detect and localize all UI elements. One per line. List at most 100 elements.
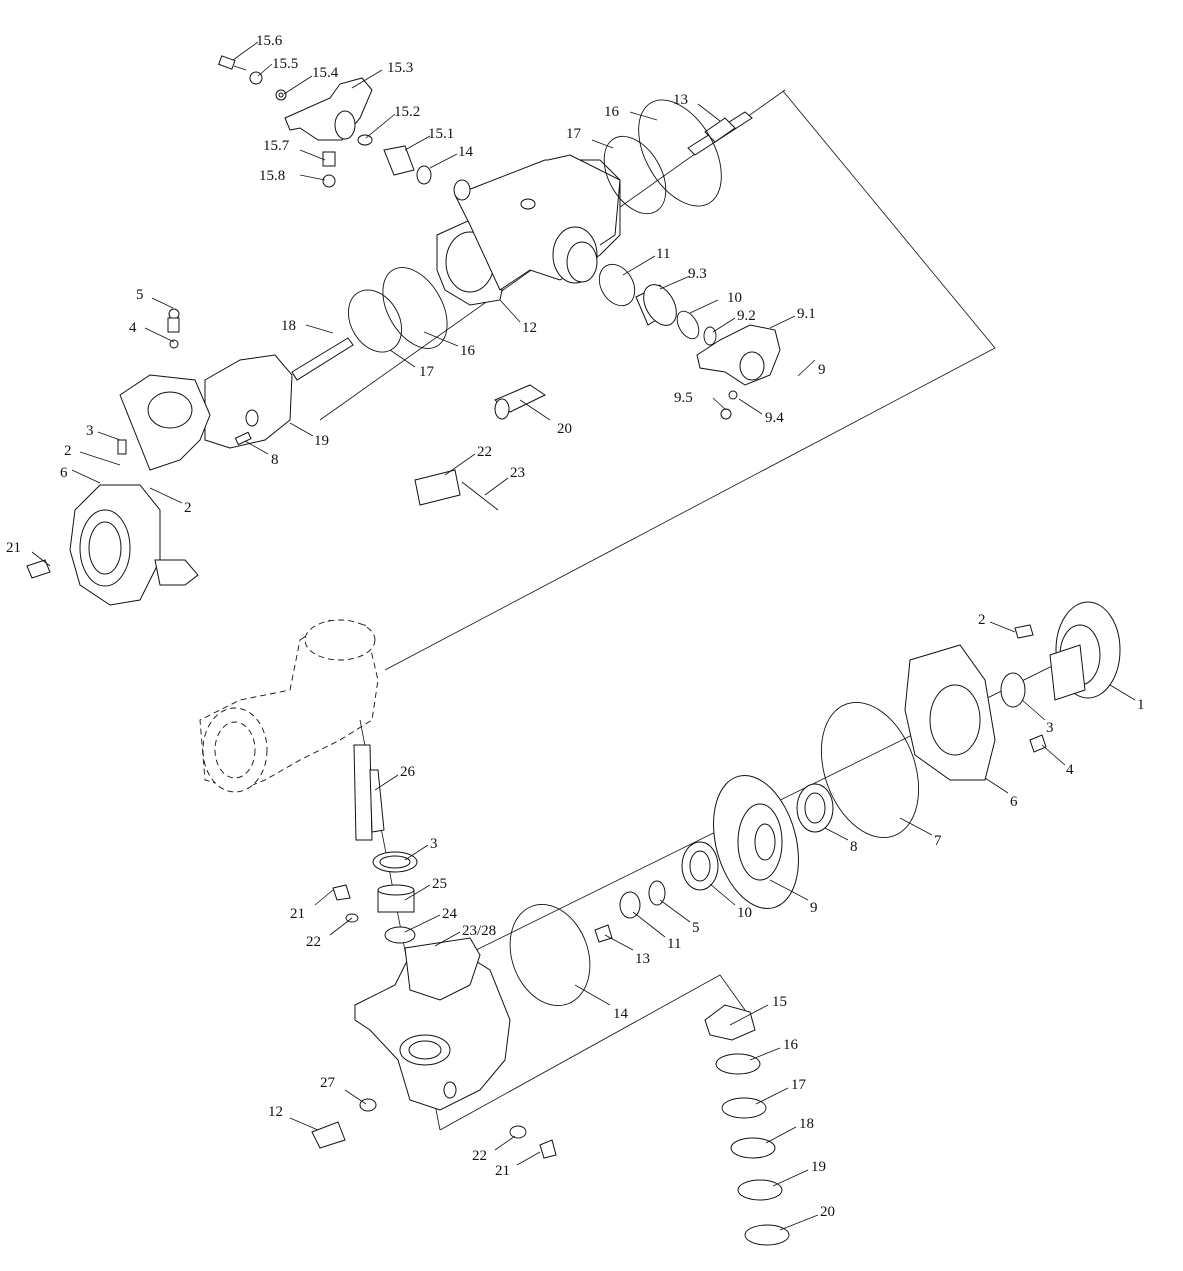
part-11-ring [598,263,636,307]
part-6-cover [904,644,996,781]
lower-label-20: 20 [820,1204,835,1220]
label-23: 23 [510,465,525,481]
part-5-disc [648,880,666,906]
label-5: 5 [136,287,144,303]
lower-label-26: 26 [400,764,416,780]
part-15-bracket-group [218,55,432,188]
part-20-bushing [494,384,547,420]
label-9-2: 9.2 [737,308,756,324]
label-3: 3 [86,423,94,439]
part-4-bolt [1029,734,1047,753]
lower-label-21: 21 [290,906,305,922]
label-17-left: 17 [419,364,435,380]
label-2-lower: 2 [184,500,192,516]
part-9-1-bracket [696,324,781,420]
part-9-crown-gear [713,775,799,909]
label-9-3: 9.3 [688,266,707,282]
label-15-8: 15.8 [259,168,285,184]
part-17-shim [721,1097,767,1119]
part-13-shaft [687,111,753,156]
part-21-pin [26,559,51,579]
part-19-ring [737,1179,783,1201]
part-12-axle-housing [436,154,621,306]
connector-line [384,90,996,671]
label-21: 21 [6,540,21,556]
part-7-gasket [820,701,920,839]
part-17-ring [603,135,667,215]
lower-label-21b: 21 [495,1163,510,1179]
label-15-3: 15.3 [387,60,413,76]
part-22-washer-upper [345,913,359,923]
lower-label-22b: 22 [472,1148,487,1164]
part-23-pin [461,481,499,511]
lower-label-12: 12 [268,1104,283,1120]
label-15-7: 15.7 [263,138,290,154]
part-26-shaft [353,744,385,841]
lower-label-11: 11 [667,936,681,952]
label-16-left: 16 [460,343,476,359]
reference-housing-dashed [199,619,379,793]
pinion-stack [704,1004,790,1246]
part-25-bushing [377,884,415,913]
label-10: 10 [727,290,742,306]
label-4: 4 [129,320,137,336]
lower-label-25: 25 [432,876,447,892]
part-10-ring [676,310,700,340]
lower-label-8: 8 [850,839,858,855]
lower-label-6: 6 [1010,794,1018,810]
part-22-washer-lower [509,1125,527,1139]
part-22-plate [414,469,461,506]
part-23-28-knuckle [354,937,511,1111]
lower-label-13: 13 [635,951,650,967]
label-15-4: 15.4 [312,65,339,81]
part-11-disc [619,891,641,919]
label-17: 17 [566,126,582,142]
upper-assembly: 15.6 15.5 15.4 15.3 15.2 15.1 15.7 15.8 … [6,33,996,671]
part-18-shaft [291,337,354,381]
lower-label-27: 27 [320,1075,336,1091]
lower-label-19: 19 [811,1159,826,1175]
label-2: 2 [64,443,72,459]
label-16: 16 [604,104,620,120]
part-21-fitting-upper [332,884,351,901]
part-19-housing [204,354,293,449]
lower-label-10: 10 [737,905,752,921]
label-12: 12 [522,320,537,336]
part-9-2-ring [703,326,717,346]
label-6: 6 [60,465,68,481]
upper-labels: 15.6 15.5 15.4 15.3 15.2 15.1 15.7 15.8 … [6,33,826,556]
part-27-nut [359,1098,377,1112]
lower-label-9: 9 [810,900,818,916]
lower-label-3b: 3 [430,836,438,852]
part-6-steering-knuckle [69,308,211,606]
part-16-ring [638,99,722,207]
part-21-fitting-lower [539,1139,557,1159]
lower-label-7: 7 [934,833,942,849]
label-8: 8 [271,452,279,468]
part-20-circlip [744,1224,790,1246]
lower-label-3: 3 [1046,720,1054,736]
label-9-5: 9.5 [674,390,693,406]
part-16-bearing [715,1053,761,1075]
part-3-seal [1000,672,1026,708]
lower-label-18: 18 [799,1116,814,1132]
lower-label-23-28: 23/28 [462,923,496,939]
label-15-5: 15.5 [272,56,298,72]
part-16-left-ring [382,267,448,349]
lower-pinion-line [439,974,746,1131]
label-11: 11 [656,246,670,262]
label-9: 9 [818,362,826,378]
lower-assembly: 2 1 3 4 6 7 8 9 10 5 11 13 26 3 25 21 22… [199,601,1145,1246]
part-1-flange [1049,601,1121,701]
label-13: 13 [673,92,688,108]
part-14-gasket [509,903,591,1007]
upper-leader-lines [31,41,816,567]
lower-label-22: 22 [306,934,321,950]
label-20: 20 [557,421,572,437]
label-22: 22 [477,444,492,460]
lower-label-2: 2 [978,612,986,628]
part-15-pinion [704,1004,756,1041]
label-19: 19 [314,433,329,449]
lower-labels: 2 1 3 4 6 7 8 9 10 5 11 13 26 3 25 21 22… [268,612,1145,1220]
